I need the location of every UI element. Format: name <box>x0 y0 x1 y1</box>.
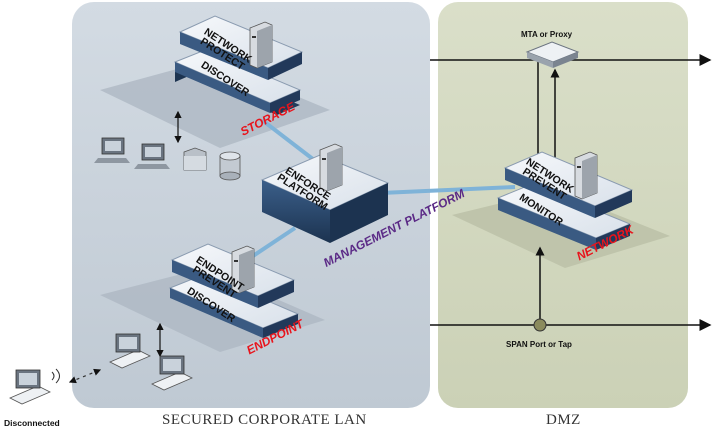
laptop-icon <box>109 333 151 369</box>
server-icon <box>319 143 343 192</box>
mta-proxy-label: MTA or Proxy <box>521 30 573 39</box>
laptop-icon <box>9 369 51 405</box>
laptop-icon <box>151 355 193 391</box>
dmz-zone-label: DMZ <box>546 412 581 428</box>
folder-icon <box>183 147 207 171</box>
link-enforce-network <box>379 185 516 195</box>
disconnected-link <box>68 368 102 384</box>
database-icon <box>219 151 241 181</box>
laptop-icon <box>94 137 130 163</box>
span-tap-node <box>533 318 547 332</box>
network-platform <box>496 151 634 250</box>
server-icon <box>249 21 273 69</box>
server-icon <box>574 151 598 200</box>
disconnected-label: Disconnected <box>4 418 60 428</box>
server-icon <box>231 245 255 294</box>
lan-zone-label: SECURED CORPORATE LAN <box>162 412 367 428</box>
span-port-label: SPAN Port or Tap <box>506 340 572 349</box>
link-endpoint-enforce <box>248 226 297 260</box>
mta-proxy-device <box>525 41 580 68</box>
laptop-icon <box>134 143 170 169</box>
wireless-signal-icon <box>51 368 60 384</box>
link-storage-enforce <box>260 118 320 165</box>
